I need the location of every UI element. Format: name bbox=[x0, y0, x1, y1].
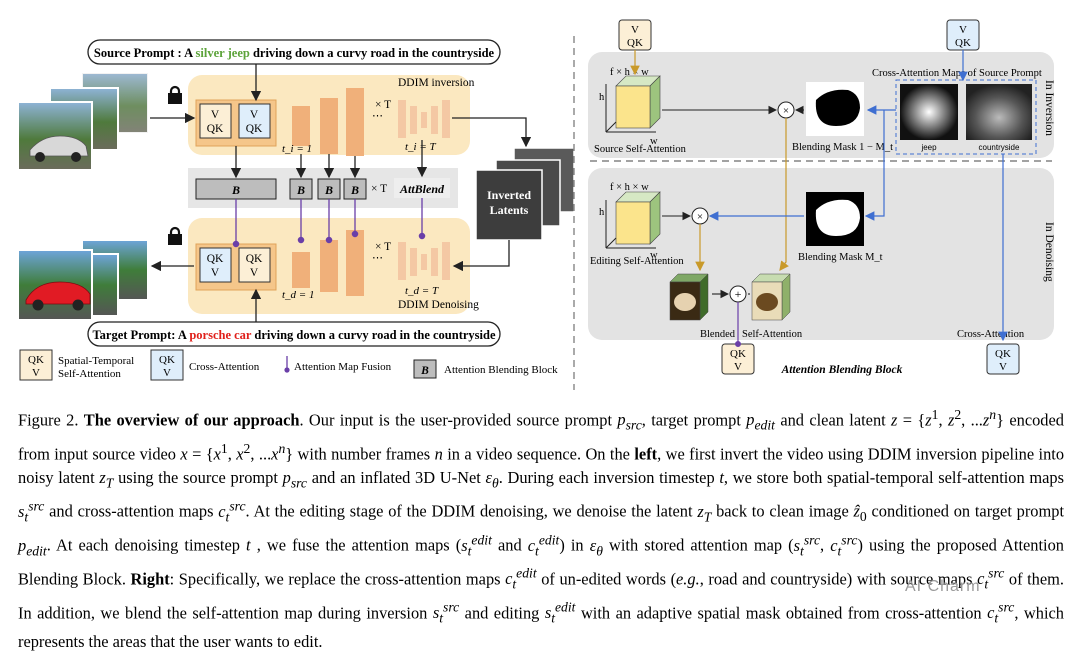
ellipsis: ⋯ bbox=[372, 110, 383, 122]
qk-v-bottom: V bbox=[250, 267, 259, 279]
legend-b: B bbox=[420, 365, 429, 377]
qk-v-top: QK bbox=[730, 348, 746, 360]
legend-v: V bbox=[163, 367, 171, 379]
v-qk-bottom: QK bbox=[627, 37, 643, 49]
countryside-label: countryside bbox=[979, 143, 1020, 152]
times-T: × T bbox=[375, 99, 391, 111]
multiply-icon: × bbox=[697, 211, 703, 223]
qk-v-bottom: V bbox=[734, 361, 742, 373]
v-qk-bottom: QK bbox=[207, 123, 224, 135]
lock-icon bbox=[168, 226, 182, 245]
left-pipeline: Source Prompt : A silver jeep driving do… bbox=[17, 39, 575, 381]
multiply-icon: × bbox=[783, 105, 789, 117]
qk-v-bottom: V bbox=[999, 361, 1007, 373]
blending-mask-label: Blending Mask M_t bbox=[798, 252, 883, 263]
attention-blending-block-panel: In Inversion In Denoising V QK V QK f × … bbox=[588, 19, 1055, 376]
v-qk-bottom: QK bbox=[955, 37, 971, 49]
blending-mask-inverse-fill bbox=[806, 82, 864, 136]
h-label: h bbox=[599, 92, 605, 103]
legend-cross-attention: Cross-Attention bbox=[189, 361, 260, 373]
times-T: × T bbox=[375, 241, 391, 253]
b-label: B bbox=[296, 183, 305, 197]
legend-spatial-temporal-1: Spatial-Temporal bbox=[58, 355, 134, 367]
target-video-frames bbox=[17, 239, 149, 321]
in-inversion-label: In Inversion bbox=[1043, 80, 1055, 136]
times-T: × T bbox=[371, 183, 387, 195]
blended-result-images bbox=[669, 273, 791, 321]
right-arrows-purple bbox=[734, 302, 741, 348]
h-label: h bbox=[599, 207, 605, 218]
qk-v-bottom: V bbox=[211, 267, 220, 279]
watermark: AI Charm bbox=[905, 578, 981, 595]
right-arrows-orange bbox=[630, 50, 789, 272]
v-qk-top: V bbox=[631, 24, 639, 36]
legend-v: V bbox=[32, 367, 40, 379]
fusion-lines bbox=[232, 198, 426, 248]
ellipsis: ⋯ bbox=[372, 252, 383, 264]
source-prompt-box bbox=[87, 39, 501, 65]
legend-qk: QK bbox=[28, 354, 44, 366]
legend-spatial-temporal-2: Self-Attention bbox=[58, 368, 121, 380]
attblend-label: AttBlend bbox=[399, 182, 445, 196]
w-label: w bbox=[650, 136, 658, 147]
self-attention-label: Self-Attention bbox=[742, 329, 803, 340]
b-label: B bbox=[231, 183, 240, 197]
v-qk-bottom: QK bbox=[246, 123, 263, 135]
countryside-attention-map bbox=[966, 84, 1032, 140]
target-prompt-box bbox=[87, 321, 501, 347]
attention-blending-block-title: Attention Blending Block bbox=[781, 364, 903, 376]
overview-figure: Source Prompt : A silver jeep driving do… bbox=[17, 19, 1055, 390]
legend-qk: QK bbox=[159, 354, 175, 366]
ti-1-label: t_i = 1 bbox=[282, 143, 312, 155]
w-label: w bbox=[650, 250, 658, 261]
v-qk-top: V bbox=[959, 24, 967, 36]
legend: QK V Spatial-Temporal Self-Attention QK … bbox=[19, 349, 558, 381]
source-prompt-text: Source Prompt : A silver jeep driving do… bbox=[94, 46, 495, 60]
td-T-label: t_d = T bbox=[405, 285, 439, 297]
cross-attention-label: Cross-Attention bbox=[957, 329, 1025, 340]
qk-v-top: QK bbox=[995, 348, 1011, 360]
target-prompt-text: Target Prompt: A porsche car driving dow… bbox=[92, 328, 495, 342]
ti-T-label: t_i = T bbox=[405, 141, 437, 153]
ddim-denoising-label: DDIM Denoising bbox=[398, 299, 479, 311]
v-qk-top: V bbox=[211, 109, 220, 121]
inverted-latents: Inverted Latents bbox=[475, 147, 575, 241]
plus-icon: + bbox=[735, 287, 742, 301]
cross-maps-title: Cross-Attention Maps of Source Prompt bbox=[872, 68, 1042, 79]
unet-mini-inversion bbox=[398, 100, 450, 138]
right-arrows-black bbox=[662, 105, 804, 299]
blended-label: Blended bbox=[700, 329, 736, 340]
figure-caption: Figure 2. The overview of our approach. … bbox=[18, 407, 1065, 651]
inverted-latents-label-1: Inverted bbox=[487, 188, 531, 202]
source-video-frames bbox=[17, 72, 149, 171]
editing-self-attention-cube bbox=[605, 191, 661, 249]
fhw-bottom: f × h × w bbox=[610, 182, 649, 193]
qk-v-top: QK bbox=[246, 253, 263, 265]
left-arrows bbox=[150, 64, 532, 322]
in-denoising-label: In Denoising bbox=[1043, 222, 1055, 282]
source-self-attention-cube bbox=[605, 75, 661, 133]
unet-denoising: QK V QK V bbox=[195, 230, 364, 296]
jeep-label: jeep bbox=[920, 143, 937, 152]
lock-icon bbox=[168, 85, 182, 104]
blending-mask-inv-label: Blending Mask 1 − M_t bbox=[792, 142, 893, 153]
b-label: B bbox=[350, 183, 359, 197]
fhw-top: f × h × w bbox=[610, 67, 649, 78]
right-arrows-blue bbox=[708, 50, 1008, 342]
unet-inversion: V QK V QK bbox=[195, 88, 364, 156]
v-qk-top: V bbox=[250, 109, 259, 121]
legend-blending-block: Attention Blending Block bbox=[444, 364, 558, 376]
inverted-latents-label-2: Latents bbox=[490, 203, 529, 217]
unet-mini-denoising bbox=[398, 242, 450, 280]
qk-v-top: QK bbox=[207, 253, 224, 265]
blending-mask bbox=[806, 192, 864, 246]
legend-fusion: Attention Map Fusion bbox=[294, 361, 392, 373]
editing-self-attention-label: Editing Self-Attention bbox=[590, 256, 684, 267]
source-self-attention-label: Source Self-Attention bbox=[594, 144, 687, 155]
jeep-attention-map bbox=[900, 84, 958, 140]
b-label: B bbox=[324, 183, 333, 197]
ddim-inversion-label: DDIM inversion bbox=[398, 77, 475, 89]
td-1-label: t_d = 1 bbox=[282, 289, 314, 301]
